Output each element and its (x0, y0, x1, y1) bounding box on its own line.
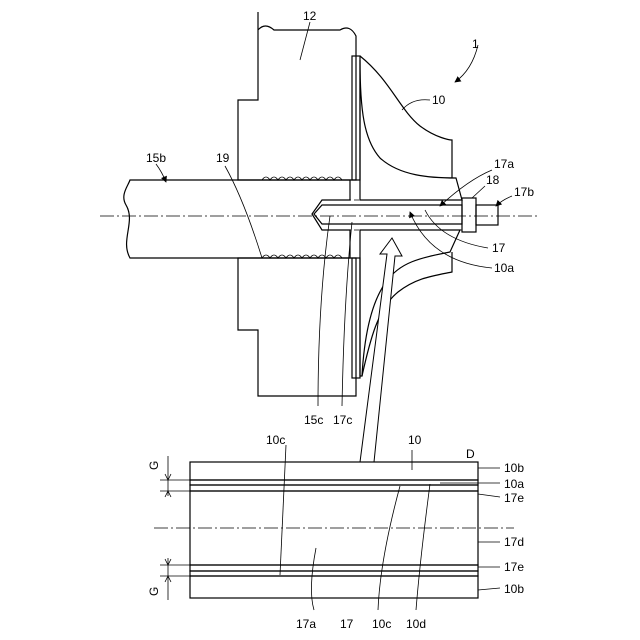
label-D: D (466, 447, 475, 461)
label-10b-bottom: 10b (504, 582, 524, 596)
label-17a-bottom: 17a (296, 617, 316, 631)
layer-17e-bottom (190, 565, 478, 571)
label-10-top: 10 (432, 93, 446, 107)
reference-labels: 1 10 12 15b 19 17a 18 17b 17 10a 15c 17c… (146, 9, 534, 631)
label-10a-right: 10a (504, 477, 524, 491)
shaft (124, 180, 350, 258)
impeller-blade-upper (360, 56, 452, 178)
label-17-top: 17 (492, 241, 506, 255)
label-17-bottom: 17 (340, 617, 354, 631)
label-15b: 15b (146, 151, 166, 165)
label-19: 19 (216, 151, 230, 165)
layer-10a-top (190, 480, 478, 485)
label-17c: 17c (333, 413, 352, 427)
impeller-upper (360, 60, 462, 200)
label-17b: 17b (514, 185, 534, 199)
label-17d: 17d (504, 535, 524, 549)
label-10c-top: 10c (266, 433, 285, 447)
label-1: 1 (472, 37, 479, 51)
layer-10b-top (190, 462, 478, 480)
housing-upper (238, 12, 356, 180)
leader-lines (156, 22, 512, 610)
label-12: 12 (303, 9, 317, 23)
label-G-bottom: G (147, 587, 161, 596)
label-18: 18 (486, 173, 500, 187)
bolt-tail (476, 205, 498, 225)
layer-10b-bottom (190, 576, 478, 598)
label-17a-top: 17a (494, 157, 514, 171)
detail-frame (190, 462, 478, 598)
bolt (314, 205, 462, 224)
label-10-bottom: 10 (408, 433, 422, 447)
label-10b-top: 10b (504, 461, 524, 475)
label-10c-bottom: 10c (372, 617, 391, 631)
nut (462, 198, 476, 232)
detail-section (154, 456, 514, 600)
label-17e-top: 17e (504, 491, 524, 505)
layer-10a-bottom (190, 571, 478, 576)
label-17e-bottom: 17e (504, 560, 524, 574)
label-15c: 15c (304, 413, 323, 427)
layer-17e-top (190, 485, 478, 491)
label-G-top: G (147, 461, 161, 470)
housing-lower (238, 258, 356, 396)
label-10a-top: 10a (494, 261, 514, 275)
label-10d: 10d (406, 617, 426, 631)
